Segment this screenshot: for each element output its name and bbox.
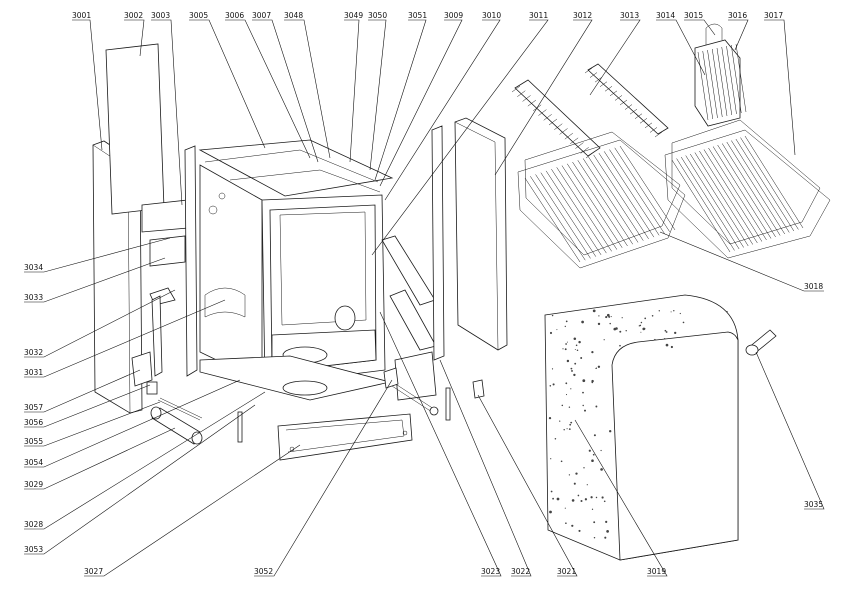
callout-3051: 3051: [408, 11, 427, 20]
cutlery-basket: [694, 23, 747, 127]
callout-3014: 3014: [656, 11, 675, 20]
drain-hose: [150, 406, 203, 445]
callout-3029: 3029: [24, 480, 43, 489]
callout-3054: 3054: [24, 458, 43, 467]
callout-3016: 3016: [728, 11, 747, 20]
hose-clamp: [745, 329, 777, 356]
callout-3013: 3013: [620, 11, 639, 20]
callout-3055: 3055: [24, 437, 43, 446]
callout-3005: 3005: [189, 11, 208, 20]
callout-3001: 3001: [72, 11, 91, 20]
lower-basket: [517, 131, 686, 269]
callout-3007: 3007: [252, 11, 271, 20]
left-frame-rail: [131, 145, 198, 387]
upper-basket: [664, 119, 831, 259]
callout-3027: 3027: [84, 567, 103, 576]
callout-3011: 3011: [529, 11, 548, 20]
callout-3019: 3019: [647, 567, 666, 576]
callout-3015: 3015: [684, 11, 703, 20]
kick-plate: [277, 413, 413, 461]
base-plate: [199, 355, 391, 401]
callout-3018: 3018: [804, 282, 823, 291]
outer-cabinet: [544, 294, 739, 561]
callout-3021: 3021: [557, 567, 576, 576]
feet-and-rods: [146, 381, 451, 443]
main-tub: [198, 139, 394, 386]
cutlery-rail: [511, 79, 601, 159]
callout-3017: 3017: [764, 11, 783, 20]
callout-3035: 3035: [804, 500, 823, 509]
callout-3057: 3057: [24, 403, 43, 412]
right-frame: [381, 125, 445, 401]
hinge-spring: [383, 367, 439, 416]
side-brackets: [141, 199, 189, 306]
callout-3028: 3028: [24, 520, 43, 529]
callout-3006: 3006: [225, 11, 244, 20]
callout-3052: 3052: [254, 567, 273, 576]
cup-rail: [584, 63, 669, 138]
callout-3032: 3032: [24, 348, 43, 357]
callout-3022: 3022: [511, 567, 530, 576]
small-clip: [472, 379, 485, 399]
callout-3049: 3049: [344, 11, 363, 20]
callout-3012: 3012: [573, 11, 592, 20]
callout-3048: 3048: [284, 11, 303, 20]
back-insulation-sheet: [105, 43, 165, 215]
callout-3003: 3003: [151, 11, 170, 20]
callout-3053: 3053: [24, 545, 43, 554]
callout-3056: 3056: [24, 418, 43, 427]
callout-3010: 3010: [482, 11, 501, 20]
callout-labels: 3001 3002 3003 3005 3006 3007 3048 3049 …: [24, 11, 823, 576]
right-side-panel: [454, 117, 508, 351]
callout-3031: 3031: [24, 368, 43, 377]
callout-3009: 3009: [444, 11, 463, 20]
leader-lines: [24, 19, 825, 577]
callout-3023: 3023: [481, 567, 500, 576]
callout-3050: 3050: [368, 11, 387, 20]
callout-3034: 3034: [24, 263, 43, 272]
callout-3033: 3033: [24, 293, 43, 302]
callout-3002: 3002: [124, 11, 143, 20]
